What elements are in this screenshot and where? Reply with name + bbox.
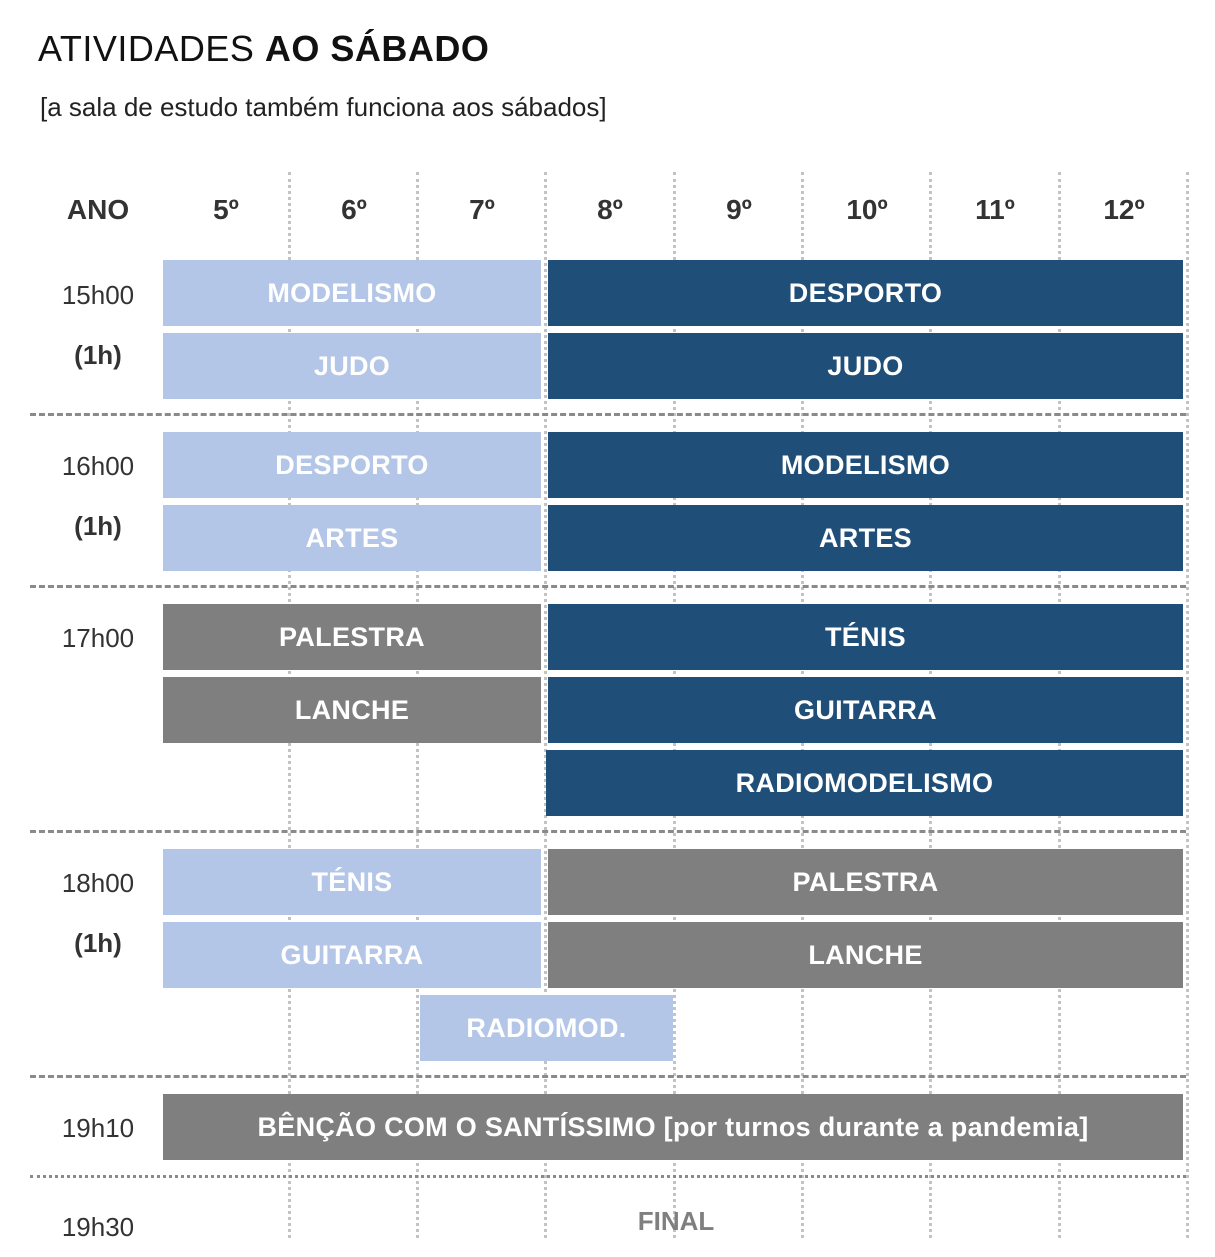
- time-label: 16h00: [61, 451, 135, 481]
- slot-divider: [30, 1075, 1186, 1078]
- duration-label: (1h): [74, 511, 122, 541]
- activity-block: RADIOMOD.: [420, 995, 673, 1061]
- activity-block: MODELISMO: [163, 260, 541, 326]
- activity-block: RADIOMODELISMO: [546, 750, 1183, 816]
- grade-5: 5º: [213, 194, 239, 225]
- grade-12: 12º: [1103, 194, 1145, 225]
- duration-label: (1h): [74, 340, 122, 370]
- grade-6: 6º: [341, 194, 367, 225]
- activity-block: PALESTRA: [163, 604, 541, 670]
- activity-block: LANCHE: [163, 677, 541, 743]
- time-label: 17h00: [61, 623, 135, 653]
- activity-block: TÉNIS: [163, 849, 541, 915]
- final-label: FINAL: [637, 1206, 715, 1236]
- year-label: ANO: [66, 194, 130, 225]
- grid-line: [1186, 172, 1189, 1238]
- activity-block: PALESTRA: [548, 849, 1183, 915]
- activity-block: DESPORTO: [548, 260, 1183, 326]
- activity-block: ARTES: [163, 505, 541, 571]
- slot-divider: [30, 585, 1186, 588]
- activity-block: BÊNÇÃO COM O SANTÍSSIMO [por turnos dura…: [163, 1094, 1183, 1160]
- activity-block: JUDO: [163, 333, 541, 399]
- page-title: ATIVIDADES AO SÁBADO: [38, 28, 490, 69]
- time-label: 19h30: [61, 1212, 135, 1242]
- slot-divider: [30, 1175, 1186, 1178]
- activity-block: LANCHE: [548, 922, 1183, 988]
- duration-label: (1h): [74, 928, 122, 958]
- grade-10: 10º: [846, 194, 888, 225]
- slot-divider: [30, 413, 1186, 416]
- grid-line: [544, 172, 547, 1238]
- grade-8: 8º: [597, 194, 623, 225]
- time-label: 15h00: [61, 280, 135, 310]
- activity-block: GUITARRA: [163, 922, 541, 988]
- slot-divider: [30, 830, 1186, 833]
- activity-block: ARTES: [548, 505, 1183, 571]
- time-label: 18h00: [61, 868, 135, 898]
- grade-9: 9º: [726, 194, 752, 225]
- time-label: 19h10: [61, 1113, 135, 1143]
- subtitle: [a sala de estudo também funciona aos sá…: [40, 92, 607, 122]
- activity-block: GUITARRA: [548, 677, 1183, 743]
- activity-block: TÉNIS: [548, 604, 1183, 670]
- grade-7: 7º: [469, 194, 495, 225]
- activity-block: DESPORTO: [163, 432, 541, 498]
- grade-11: 11º: [975, 194, 1015, 225]
- activity-block: JUDO: [548, 333, 1183, 399]
- activity-block: MODELISMO: [548, 432, 1183, 498]
